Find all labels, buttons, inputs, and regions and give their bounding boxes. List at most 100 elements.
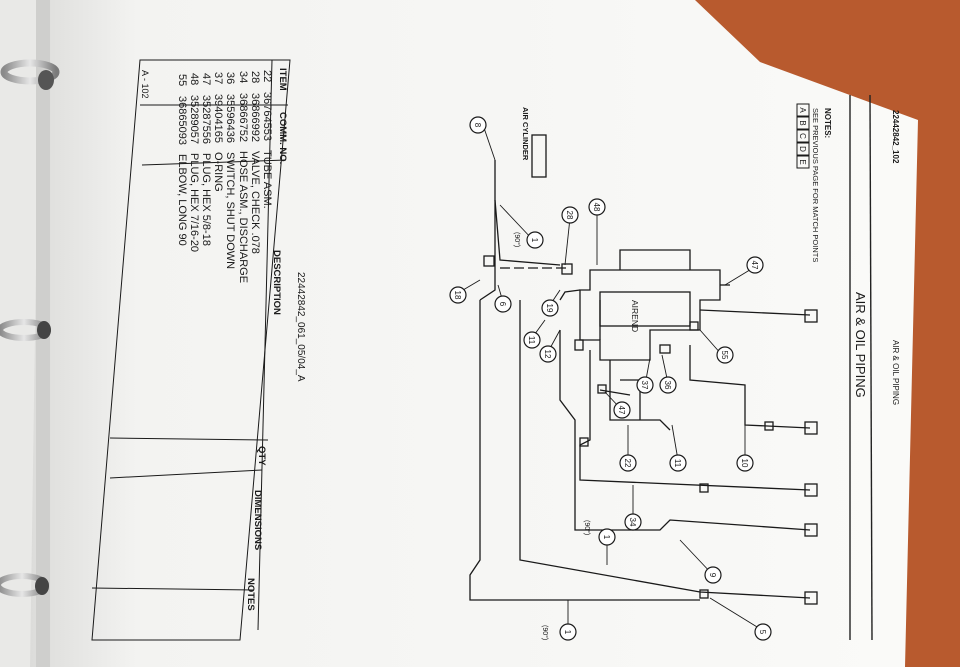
table-cell-item: 48: [187, 73, 200, 86]
leader: [724, 267, 754, 286]
header-dimensions: DIMENSIONS: [252, 490, 263, 551]
table-column-divider: [141, 159, 287, 166]
table-cell-desc: ELBOW, LONG 90: [175, 153, 188, 246]
svg-text:1: 1: [602, 535, 611, 540]
callout-balloon: 11: [523, 331, 541, 349]
header-qty: QTY: [256, 446, 267, 466]
match-point-letter: A: [798, 107, 807, 113]
callout-balloon: 9: [704, 566, 722, 584]
table-column-divider: [109, 437, 269, 441]
table-row: 2236764553TUBE ASM.: [261, 70, 273, 320]
callout-balloon: 5: [754, 623, 772, 641]
match-point-letter: C: [798, 133, 807, 139]
fitting: [483, 255, 495, 267]
fitting: [764, 421, 774, 431]
match-box-D: [804, 523, 818, 537]
callout-balloon: 37: [636, 376, 654, 394]
match-box-B: [804, 421, 818, 435]
svg-text:11: 11: [527, 336, 536, 345]
callout-balloon: 28: [561, 206, 579, 224]
callout-balloon: 55: [716, 346, 734, 364]
airend-top: [599, 249, 691, 340]
svg-text:12: 12: [543, 350, 552, 359]
page-number: A - 102: [140, 70, 150, 99]
table-row: 2836866992VALVE, CHECK .078: [249, 71, 261, 321]
callout-balloon: 12: [539, 345, 557, 363]
table-cell-desc: HOSE ASM., DISCHARGE: [236, 151, 249, 284]
table-cell-item: 37: [212, 72, 225, 85]
callout-balloon: 1: [559, 623, 577, 641]
pipe-to-B: [689, 345, 811, 429]
table-column-divider: [91, 587, 255, 591]
match-point-letter: B: [798, 120, 807, 125]
table-row: 36 35596436SWITCH, SHUT DOWN: [224, 72, 236, 322]
fitting: [579, 437, 589, 447]
table-cell-comm: 36866992: [248, 92, 261, 142]
binder-ring: [0, 573, 49, 597]
table-cell-item: 36: [224, 71, 237, 84]
table-header-divider: [257, 59, 273, 631]
svg-text:36: 36: [663, 381, 672, 390]
pipe: [559, 289, 581, 301]
table-row: 37 39404165O-RING: [212, 72, 224, 322]
match-box-E: [804, 591, 818, 605]
match-point-letter: D: [798, 146, 807, 152]
fitting: [561, 263, 573, 275]
notes-match-point-boxes: A B C D E: [796, 103, 810, 169]
callout-balloon: 11: [669, 454, 687, 472]
pipe-to-A: [699, 309, 811, 316]
table-cell-comm: 36866752: [236, 93, 249, 142]
table-cell-item: 22: [261, 70, 273, 83]
header-item: ITEM: [277, 68, 288, 91]
svg-text:8: 8: [473, 123, 482, 128]
fitting: [689, 321, 699, 331]
pipe: [609, 360, 671, 431]
table-cell-comm: 39404165: [212, 94, 225, 143]
svg-text:18: 18: [453, 291, 462, 300]
table-cell-comm: 35287556: [200, 94, 212, 144]
table-cell-desc: SWITCH, SHUT DOWN: [224, 151, 237, 269]
binder-ring: [0, 319, 51, 341]
svg-text:47: 47: [750, 261, 759, 270]
leader: [482, 124, 496, 161]
svg-text:48: 48: [592, 203, 601, 212]
callout-balloon: 8: [469, 116, 487, 134]
svg-text:19: 19: [545, 304, 554, 313]
callout-balloon: 1: [526, 231, 544, 249]
parts-table-border: [91, 59, 291, 641]
callout-balloon: 47: [613, 401, 631, 419]
callout-balloon: 34: [624, 513, 642, 531]
fitting: [659, 344, 671, 354]
table-cell-item: 47: [200, 72, 212, 85]
callout-balloon: 19: [541, 299, 559, 317]
fitting: [699, 483, 709, 493]
callout-balloon: 48: [588, 198, 606, 216]
callout-balloon: 22: [619, 454, 637, 472]
table-cell-desc: O-RING: [212, 152, 225, 192]
match-box-A: [804, 309, 818, 323]
fitting: [574, 339, 584, 351]
leader: [499, 204, 534, 241]
svg-text:34: 34: [628, 518, 637, 527]
svg-text:9: 9: [708, 573, 717, 578]
svg-text:1: 1: [563, 630, 572, 635]
pipe: [469, 300, 700, 601]
callout-balloon: 47: [746, 256, 764, 274]
callout-balloon: 36: [659, 376, 677, 394]
svg-text:6: 6: [498, 302, 507, 307]
pipe-to-E: [519, 300, 811, 599]
table-row: 5536865093ELBOW, LONG 90: [176, 74, 188, 324]
fitting: [597, 384, 607, 394]
svg-text:1: 1: [530, 238, 539, 243]
pipe: [599, 389, 631, 396]
table-cell-comm: 35596436: [224, 93, 237, 143]
table-cell-item: 34: [236, 71, 249, 84]
svg-text:22: 22: [623, 459, 632, 468]
svg-text:55: 55: [720, 351, 729, 360]
header-notes: NOTES: [245, 578, 256, 611]
match-point-letter: E: [798, 159, 807, 164]
